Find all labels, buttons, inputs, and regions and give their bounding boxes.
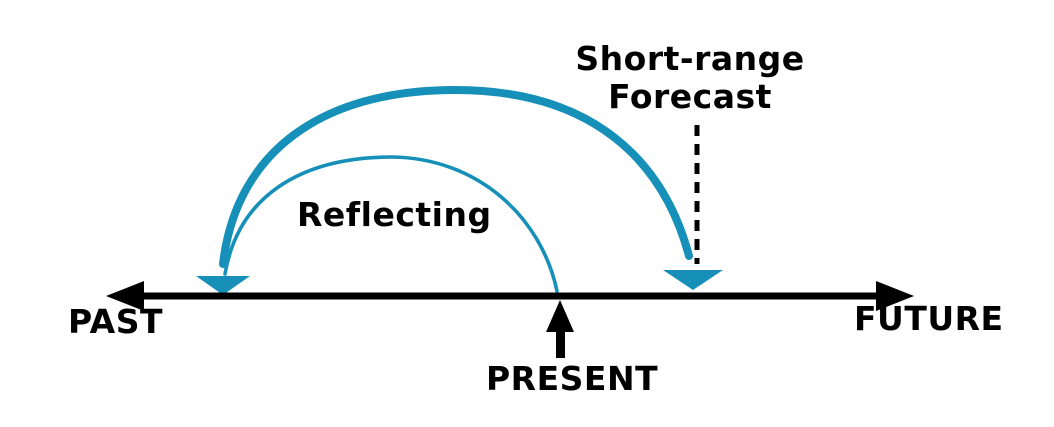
present-label: PRESENT [486,359,659,398]
timeline-left-arrowhead-icon [106,281,144,311]
reflecting-label: Reflecting [297,195,492,234]
forecast-label: Short-range Forecast [575,40,804,116]
forecast-arc-arrowhead-icon [663,270,723,290]
forecast-arc [219,85,693,268]
forecast-label-line2: Forecast [608,77,772,116]
past-label: PAST [68,302,163,341]
future-label: FUTURE [854,299,1004,338]
past-arc-arrowhead-icon [196,276,250,295]
forecast-label-line1: Short-range [575,39,805,78]
timeline-right-arrowhead-icon [876,281,914,311]
present-arrowhead-icon [546,300,574,332]
reflecting-arc [223,155,559,293]
present-arrow-shaft [556,329,565,358]
